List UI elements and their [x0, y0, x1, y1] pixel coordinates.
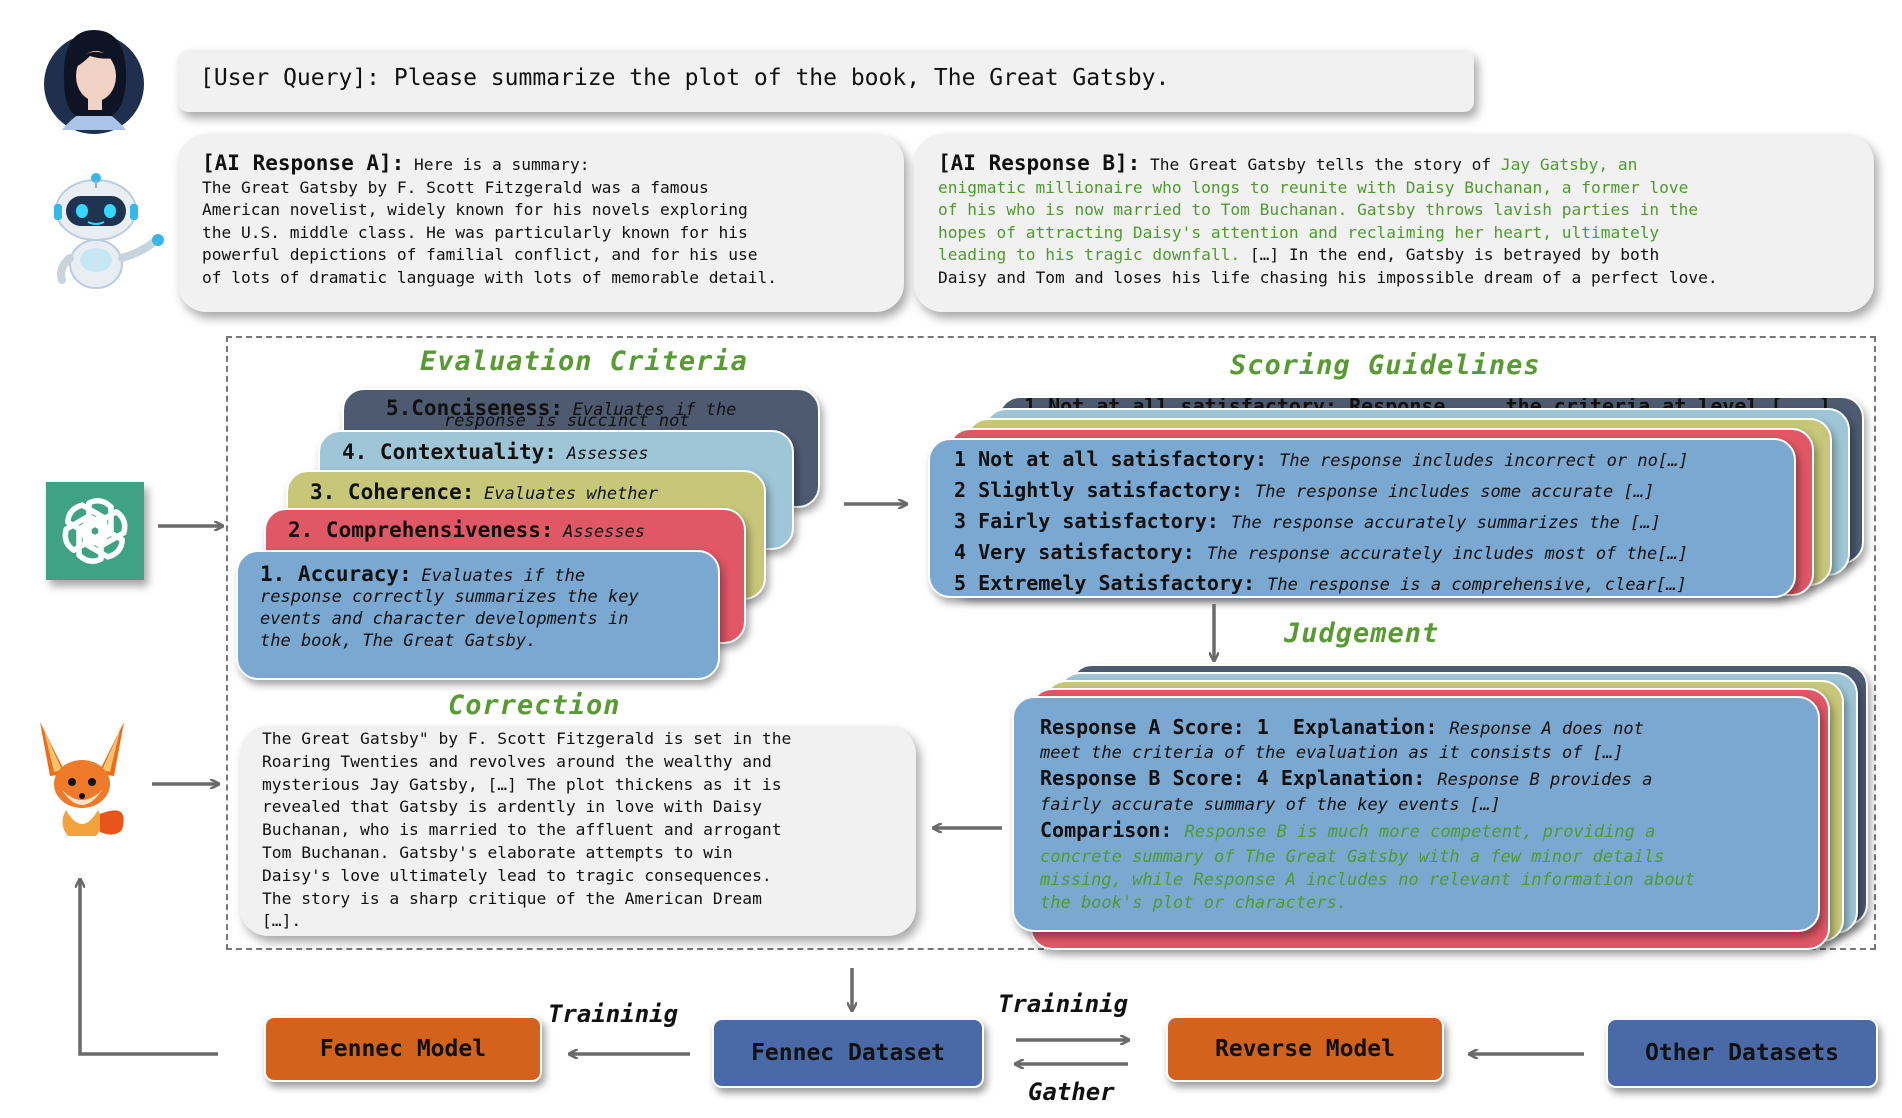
user-query-text: Please summarize the plot of the book, T…: [393, 65, 1170, 91]
training-label-2: Traininig: [998, 990, 1129, 1018]
openai-logo-icon: [46, 482, 144, 580]
scoring-card-front: 1 Not at all satisfactory: The response …: [928, 438, 1796, 598]
response-b-green-1: Jay Gatsby, an: [1500, 155, 1638, 174]
correction-line-3: mysterious Jay Gatsby, […] The plot thic…: [262, 774, 782, 794]
correction-line-5: Buchanan, who is married to the affluent…: [262, 820, 782, 840]
ai-response-b-box: [AI Response B]: The Great Gatsby tells …: [914, 134, 1874, 312]
evaluation-criteria-title: Evaluation Criteria: [420, 346, 748, 377]
criterion-2-desc: Assesses: [563, 522, 646, 542]
response-a-line-1: Here is a summary:: [414, 155, 590, 174]
ai-response-a-box: [AI Response A]: Here is a summary: The …: [178, 134, 904, 312]
correction-line-1: The Great Gatsby" by F. Scott Fitzgerald…: [262, 729, 792, 748]
response-b-label: [AI Response B]:: [938, 151, 1141, 175]
criterion-4-title: 4. Contextuality:: [342, 440, 557, 464]
response-a-line-2: The Great Gatsby by F. Scott Fitzgerald …: [202, 177, 709, 197]
judgement-comparison-2: concrete summary of The Great Gatsby wit…: [1040, 847, 1665, 867]
criterion-5-title: 5.Conciseness:: [386, 396, 564, 420]
fennec-model-box: Fennec Model: [264, 1016, 542, 1082]
scoring-line-1: 1 Not at all satisfactory: The response …: [954, 447, 1689, 471]
scoring-guidelines-title: Scoring Guidelines: [1230, 350, 1541, 381]
judgement-comparison-4: the book's plot or characters.: [1040, 893, 1348, 913]
criterion-5-desc-2: response is succinct not: [444, 411, 690, 431]
correction-line-8: The story is a sharp critique of the Ame…: [262, 888, 762, 908]
judgement-comparison-label: Comparison:: [1040, 818, 1173, 842]
arrow-model-to-fennec: [80, 880, 218, 1056]
user-query-box: [User Query]: Please summarize the plot …: [178, 50, 1474, 112]
response-b-tail-5: […] In the end, Gatsby is betrayed by bo…: [1240, 245, 1660, 264]
response-b-green-4: hopes of attracting Daisy's attention an…: [938, 222, 1660, 242]
judgement-comparison-1: Response B is much more competent, provi…: [1184, 822, 1656, 842]
criterion-1-desc-2: response correctly summarizes the key: [260, 587, 639, 607]
response-a-line-4: the U.S. middle class. He was particular…: [202, 222, 748, 242]
criterion-4-desc: Assesses: [566, 444, 649, 464]
user-query-label: [User Query]:: [200, 65, 381, 91]
judgement-b-expl-label: Explanation:: [1280, 766, 1426, 790]
response-a-label: [AI Response A]:: [202, 151, 405, 175]
training-label-1: Traininig: [548, 1000, 679, 1028]
judgement-a-expl-2: meet the criteria of the evaluation as i…: [1040, 743, 1624, 763]
judgement-a-score: Response A Score: 1: [1040, 715, 1269, 739]
robot-icon: [54, 173, 164, 289]
response-b-line-6: Daisy and Tom and loses his life chasing…: [938, 267, 1718, 287]
other-datasets-box: Other Datasets: [1606, 1018, 1878, 1088]
criterion-3-desc: Evaluates whether: [484, 484, 659, 504]
judgement-b-expl-1: Response B provides a: [1437, 770, 1653, 790]
correction-line-2: Roaring Twenties and revolves around the…: [262, 751, 772, 771]
criterion-2-title: 2. Comprehensiveness:: [288, 518, 554, 542]
scoring-line-2: 2 Slightly satisfactory: The response in…: [954, 478, 1655, 502]
fennec-dataset-box: Fennec Dataset: [712, 1018, 984, 1088]
judgement-card-front: Response A Score: 1 Explanation: Respons…: [1012, 696, 1820, 932]
correction-title: Correction: [448, 690, 621, 721]
gather-label: Gather: [1028, 1078, 1115, 1106]
judgement-b-score: Response B Score: 4: [1040, 766, 1269, 790]
criterion-5-desc: Evaluates if the: [572, 400, 737, 420]
scoring-line-4: 4 Very satisfactory: The response accura…: [954, 540, 1688, 564]
correction-box: The Great Gatsby" by F. Scott Fitzgerald…: [240, 726, 916, 936]
scoring-line-3: 3 Fairly satisfactory: The response accu…: [954, 509, 1661, 533]
correction-line-4: revealed that Gatsby is ardently in love…: [262, 797, 762, 817]
criterion-card-1: 1. Accuracy: Evaluates if the response c…: [236, 550, 720, 680]
judgement-b-expl-2: fairly accurate summary of the key event…: [1040, 795, 1501, 815]
correction-line-9: […].: [262, 911, 302, 931]
response-b-intro: The Great Gatsby tells the story of: [1150, 155, 1501, 174]
reverse-model-box: Reverse Model: [1166, 1016, 1444, 1082]
response-a-line-3: American novelist, widely known for his …: [202, 200, 748, 219]
user-avatar-icon: [44, 30, 144, 134]
judgement-comparison-3: missing, while Response A includes no re…: [1040, 870, 1696, 890]
response-b-green-5: leading to his tragic downfall.: [938, 245, 1241, 264]
criterion-1-desc-4: the book, The Great Gatsby.: [260, 631, 537, 651]
judgement-title: Judgement: [1284, 618, 1440, 649]
response-b-green-2: enigmatic millionaire who longs to reuni…: [938, 177, 1689, 197]
criterion-1-desc-1: Evaluates if the: [421, 566, 586, 586]
criterion-3-title: 3. Coherence:: [310, 480, 475, 504]
criterion-1-title: 1. Accuracy:: [260, 562, 412, 586]
fennec-fox-icon: [40, 722, 124, 836]
correction-line-7: Daisy's love ultimately lead to tragic c…: [262, 865, 772, 885]
scoring-line-5: 5 Extremely Satisfactory: The response i…: [954, 571, 1687, 595]
judgement-a-expl-1: Response A does not: [1449, 719, 1644, 739]
judgement-a-expl-label: Explanation:: [1292, 715, 1438, 739]
response-a-line-6: of lots of dramatic language with lots o…: [202, 267, 777, 287]
correction-line-6: Tom Buchanan. Gatsby's elaborate attempt…: [262, 842, 733, 862]
response-a-line-5: powerful depictions of familial conflict…: [202, 245, 758, 264]
response-b-green-3: of his who is now married to Tom Buchana…: [938, 200, 1699, 219]
criterion-1-desc-3: events and character developments in: [260, 609, 629, 629]
